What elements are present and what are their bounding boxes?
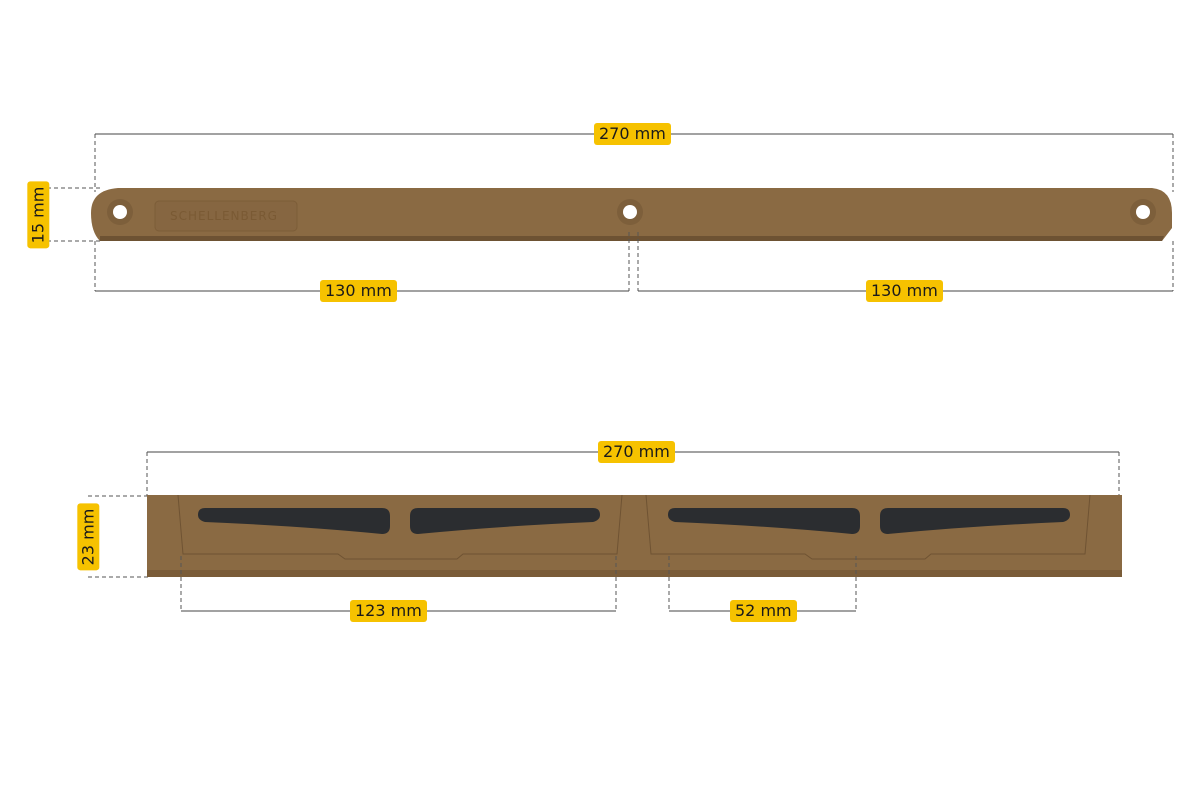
slot-section-label: 123 mm [350, 600, 427, 622]
slot-1 [198, 508, 390, 534]
slot-length-label: 52 mm [730, 600, 797, 622]
wall-bar-side-view [147, 495, 1122, 577]
bottom-height-label: 23 mm [77, 503, 100, 571]
slot-3 [668, 508, 860, 534]
screw-hole-right [1130, 199, 1156, 225]
slot-4 [880, 508, 1070, 534]
top-right-span-label: 130 mm [866, 280, 943, 302]
bottom-view [88, 451, 1122, 612]
screw-hole-left [107, 199, 133, 225]
slot-2 [410, 508, 600, 534]
bottom-length-label: 270 mm [598, 441, 675, 463]
brand-marking: SCHELLENBERG [170, 209, 278, 223]
top-height-label: 15 mm [27, 181, 50, 249]
top-left-span-label: 130 mm [320, 280, 397, 302]
screw-hole-center [617, 199, 643, 225]
top-length-label: 270 mm [594, 123, 671, 145]
